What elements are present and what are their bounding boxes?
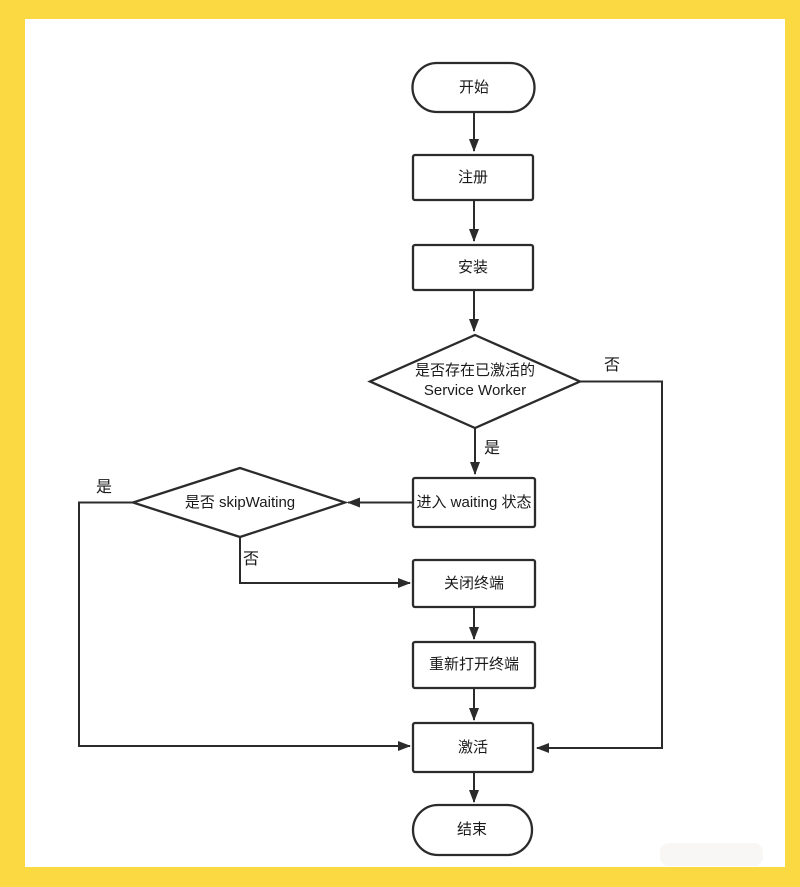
flowchart-canvas	[25, 19, 785, 867]
node-end-shape	[411, 803, 534, 857]
node-reopen-terminal-shape	[411, 640, 537, 690]
nodes	[129, 61, 583, 857]
watermark	[660, 843, 763, 866]
node-activate-shape	[411, 721, 535, 774]
node-close-terminal-shape	[411, 558, 537, 609]
node-skip-waiting-shape	[129, 466, 349, 539]
node-start-shape	[411, 61, 536, 114]
edge-check-no-activate	[536, 380, 663, 753]
edges	[78, 112, 663, 803]
edge-skipwaiting-no-close	[239, 537, 411, 588]
node-install-shape	[411, 243, 535, 292]
node-register-shape	[411, 153, 535, 202]
edge-skipwaiting-yes-activate	[78, 501, 411, 751]
node-enter-waiting-shape	[411, 476, 537, 529]
node-check-activated-shape	[367, 333, 583, 430]
